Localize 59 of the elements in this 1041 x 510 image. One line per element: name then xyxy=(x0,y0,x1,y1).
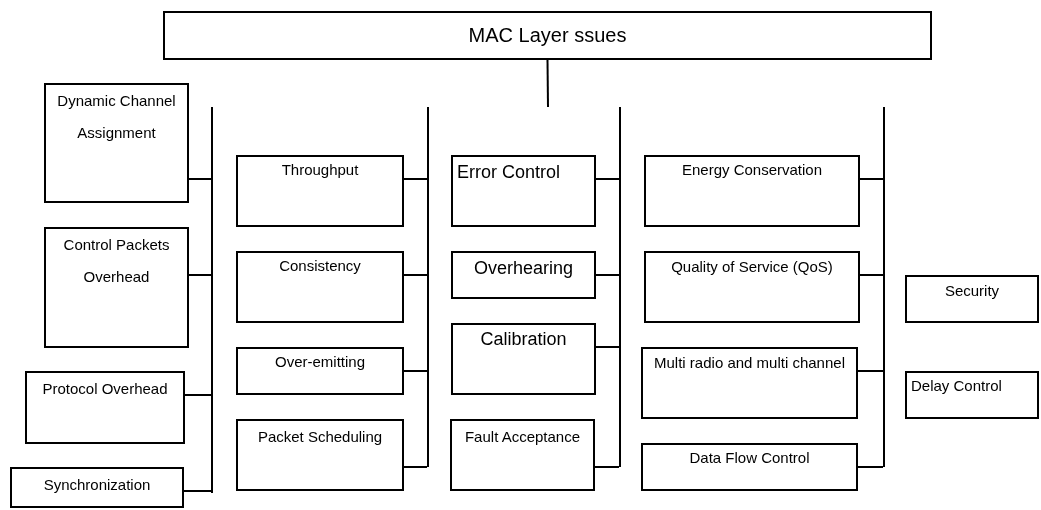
connector-line xyxy=(595,178,620,180)
box-label: Security xyxy=(944,281,1000,301)
box-label: Over-emitting xyxy=(275,352,365,372)
connector-line xyxy=(857,466,884,468)
issue-box xyxy=(236,155,404,227)
box-label: Overhearing xyxy=(473,257,574,280)
connector-line xyxy=(594,466,620,468)
connector-line xyxy=(859,274,884,276)
issue-box xyxy=(451,323,596,395)
root-box xyxy=(163,11,932,60)
issue-box xyxy=(44,83,189,203)
connector-line xyxy=(403,370,428,372)
box-label: Throughput xyxy=(281,160,359,180)
box-label: Dynamic Channel Assignment xyxy=(56,91,177,143)
box-label: Protocol Overhead xyxy=(42,379,168,399)
issue-box xyxy=(641,443,858,491)
connector-line xyxy=(857,370,884,372)
issue-box xyxy=(236,347,404,395)
issue-box xyxy=(10,467,184,508)
issue-box xyxy=(25,371,185,444)
issue-box xyxy=(905,371,1039,419)
connector-line xyxy=(595,274,620,276)
box-label: MAC Layer ssues xyxy=(468,23,627,48)
connector-line xyxy=(595,346,620,348)
connector-line xyxy=(403,274,428,276)
bus-line xyxy=(619,107,621,467)
connector-line xyxy=(403,466,428,468)
connector-line xyxy=(188,274,212,276)
box-label: Error Control xyxy=(457,161,561,184)
issue-box xyxy=(905,275,1039,323)
issue-box xyxy=(236,419,404,491)
connector-line xyxy=(546,59,549,108)
issue-box xyxy=(641,347,858,419)
box-label: Consistency xyxy=(279,256,361,276)
box-label: Fault Acceptance xyxy=(464,427,581,447)
issue-box xyxy=(451,155,596,227)
box-label: Control Packets Overhead xyxy=(62,235,171,287)
bus-line xyxy=(211,107,213,493)
box-label: Quality of Service (QoS) xyxy=(671,257,833,277)
connector-line xyxy=(184,394,212,396)
box-label: Calibration xyxy=(480,328,567,351)
connector-line xyxy=(183,490,212,492)
bus-line xyxy=(883,107,885,467)
box-label: Multi radio and multi channel xyxy=(654,353,845,373)
issue-box xyxy=(44,227,189,348)
issue-box xyxy=(644,155,860,227)
bus-line xyxy=(427,107,429,467)
issue-box xyxy=(644,251,860,323)
box-label: Energy Conservation xyxy=(681,160,823,180)
connector-line xyxy=(403,178,428,180)
box-label: Synchronization xyxy=(43,475,151,495)
box-label: Delay Control xyxy=(911,376,1002,396)
connector-line xyxy=(188,178,212,180)
box-label: Packet Scheduling xyxy=(257,427,383,447)
box-label: Data Flow Control xyxy=(689,448,810,468)
connector-line xyxy=(859,178,884,180)
issue-box xyxy=(236,251,404,323)
issue-box xyxy=(451,251,596,299)
issue-box xyxy=(450,419,595,491)
